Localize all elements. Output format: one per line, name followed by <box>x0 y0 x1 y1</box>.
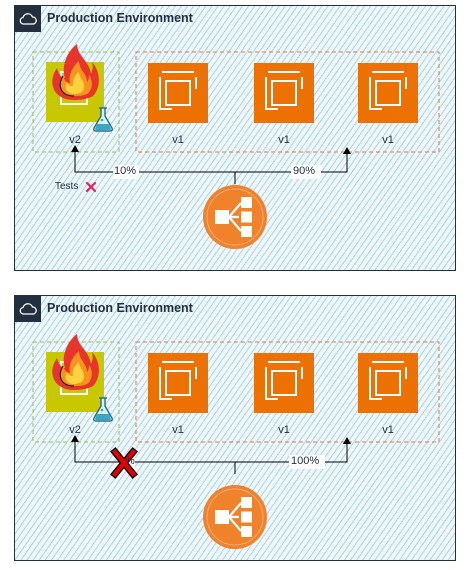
fire-icon <box>52 334 99 390</box>
load-balancer-icon <box>203 485 267 549</box>
arrow-head-stable <box>343 437 351 444</box>
diagram-layer <box>32 44 440 249</box>
arrow-head-stable <box>343 147 351 154</box>
stable-group-border <box>135 341 440 443</box>
cloud-icon <box>15 296 41 322</box>
arrow-head-canary <box>71 145 79 152</box>
flask-icon <box>93 107 113 132</box>
diagram-layer <box>32 334 440 549</box>
arrow-head-canary <box>71 435 79 442</box>
instance-label-v2: v2 <box>69 424 81 436</box>
traffic-split-canary: % <box>125 455 135 467</box>
instance-label-v1: v1 <box>278 134 290 146</box>
load-balancer-icon <box>203 185 267 249</box>
label-bg-right <box>291 165 321 179</box>
instance-label-v1: v1 <box>382 424 394 436</box>
panel-background <box>15 296 455 560</box>
traffic-split-stable: 100% <box>291 455 320 467</box>
ec2-chip-icon <box>254 353 314 413</box>
route-to-canary <box>74 442 236 474</box>
instance-label-v1: v1 <box>278 424 290 436</box>
traffic-split-canary: 10% <box>114 165 137 177</box>
stable-group-border <box>135 51 440 153</box>
ec2-chip-icon <box>358 353 418 413</box>
panel-background <box>15 6 455 270</box>
ec2-chip-icon <box>254 63 314 123</box>
instance-label-v1: v1 <box>382 134 394 146</box>
cloud-icon <box>15 6 41 32</box>
fire-icon <box>52 44 99 100</box>
route-to-stable <box>235 154 348 173</box>
x-mark-icon <box>110 447 138 479</box>
ec2-chip-icon <box>148 353 208 413</box>
ec2-chip-icon <box>148 63 208 123</box>
flask-icon <box>93 397 113 422</box>
x-mark-icon <box>85 181 97 193</box>
instance-label-v1: v1 <box>172 424 184 436</box>
route-to-stable <box>235 444 348 463</box>
tests-label: Tests <box>55 181 79 192</box>
traffic-split-stable: 90% <box>293 165 316 177</box>
instance-label-v2: v2 <box>69 134 81 146</box>
label-bg-left <box>113 165 139 179</box>
label-bg-right <box>289 455 325 469</box>
production-environment-panel-1: Production Environment <box>14 5 456 271</box>
panel-title: Production Environment <box>47 11 193 25</box>
instance-label-v1: v1 <box>172 134 184 146</box>
production-environment-panel-2: Production Environment <box>14 295 456 561</box>
route-to-canary <box>74 152 236 184</box>
ec2-chip-icon <box>358 63 418 123</box>
panel-title: Production Environment <box>47 301 193 315</box>
